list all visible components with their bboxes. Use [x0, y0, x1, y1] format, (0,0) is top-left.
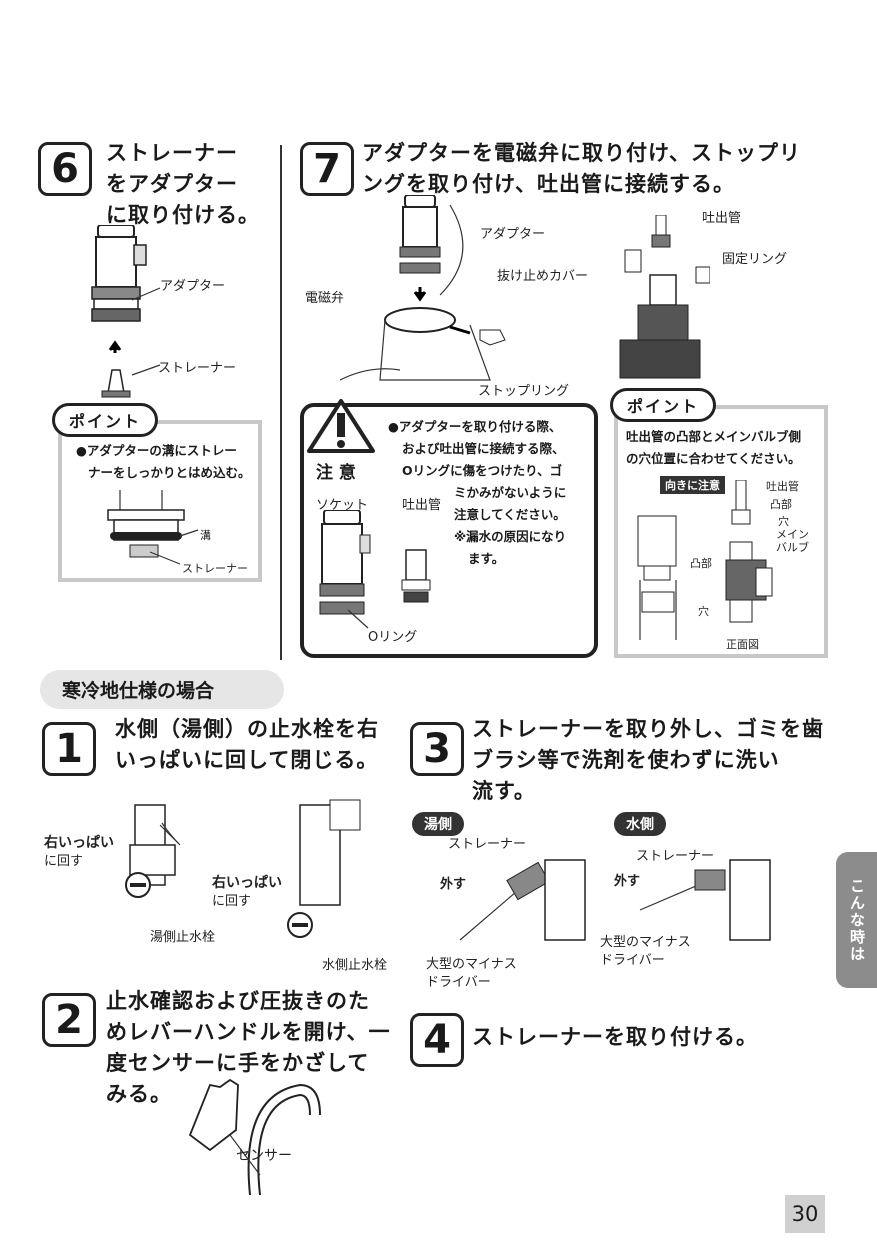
step-number-1: 1 — [42, 722, 96, 776]
step1-text: 水側（湯側）の止水栓を右いっぱいに回して閉じる。 — [115, 717, 379, 772]
outlet-assembly-illustration — [619, 215, 710, 379]
point7-text: 吐出管の凸部とメインバルブ側の穴位置に合わせてください。 — [626, 429, 802, 466]
step6-callout-adapter: アダプター — [160, 279, 226, 294]
step3-strainer1: ストレーナー — [448, 837, 527, 852]
step3-driver2: 大型のマイナスドライバー — [600, 935, 691, 968]
point7-label-mainvalve: メインバルブ — [776, 528, 809, 554]
point6-text: ●アダプターの溝にストレーナーをしっかりとはめ込む。 — [76, 443, 251, 480]
solenoid-illustration — [340, 195, 506, 381]
caution-title: 注 意 — [316, 463, 356, 483]
step-number-4: 4 — [410, 1013, 464, 1067]
step-number-3: 3 — [410, 722, 464, 776]
step3-strainer2: ストレーナー — [636, 849, 715, 864]
orientation-label: 向きに注意 — [660, 476, 725, 494]
step1-turn-right2b: に回す — [212, 894, 252, 909]
caution-label-oring: Oリング — [368, 630, 418, 645]
point7-label-convex2: 凸部 — [690, 557, 712, 570]
step7-callout-outlet: 吐出管 — [702, 211, 742, 226]
step2-sensor: センサー — [236, 1148, 292, 1164]
step7-callout-cover: 抜け止めカバー — [497, 269, 589, 284]
step-number-7: 7 — [300, 142, 354, 196]
step6-text: ストレーナーをアダプターに取り付ける。 — [106, 141, 260, 227]
step1-cold-valve: 水側止水栓 — [322, 958, 388, 973]
point7-tag: ポイント — [610, 388, 717, 422]
step3-remove2: 外す — [614, 874, 641, 889]
step-number-6: 6 — [38, 142, 92, 196]
step1-turn-right1: 右いっぱい — [44, 835, 114, 851]
cold-side-badge: 水側 — [614, 812, 666, 836]
point7-label-convex: 凸部 — [770, 498, 792, 511]
step-number-2: 2 — [42, 993, 96, 1047]
socket-oring-illustration — [319, 510, 431, 629]
step7-callout-adapter: アダプター — [480, 227, 546, 242]
groove-illustration — [107, 490, 199, 565]
strainer-removal-illustration — [459, 859, 771, 941]
warning-icon — [307, 399, 375, 453]
step7-callout-fixring: 固定リング — [722, 252, 788, 267]
step3-remove1: 外す — [440, 877, 467, 892]
cold-region-title: 寒冷地仕様の場合 — [40, 670, 284, 709]
orientation-diagram — [637, 480, 773, 640]
step7-text: アダプターを電磁弁に取り付け、ストップリングを取り付け、吐出管に接続する。 — [362, 141, 801, 196]
point7-label-outlet: 吐出管 — [766, 480, 799, 493]
step4-text: ストレーナーを取り付ける。 — [472, 1025, 758, 1049]
caution-box — [300, 403, 598, 658]
step3-driver1: 大型のマイナスドライバー — [426, 957, 517, 990]
point6-box — [58, 420, 262, 582]
step2-text: 止水確認および圧抜きのためレバーハンドルを開け、一 度センサーに手をかざしてみる… — [106, 989, 391, 1106]
point7-label-hole2: 穴 — [698, 605, 709, 618]
step1-turn-right2: 右いっぱい — [212, 875, 282, 891]
point6-label-groove: 溝 — [200, 529, 211, 542]
page-number: 30 — [785, 1195, 825, 1233]
step1-hot-valve: 湯側止水栓 — [150, 930, 216, 945]
point7-label-hole: 穴 — [778, 515, 789, 528]
column-divider — [280, 145, 282, 660]
caution-label-outlet: 吐出管 — [402, 498, 442, 513]
step6-callout-strainer: ストレーナー — [158, 361, 237, 376]
step7-callout-stopring: ストップリング — [478, 384, 570, 399]
step6-leaders — [131, 287, 161, 376]
adapter-strainer-illustration — [91, 225, 147, 398]
step3-text: ストレーナーを取り外し、ゴミを歯ブラシ等で洗剤を使わずに洗い流す。 — [472, 717, 824, 803]
sensor-hand-illustration — [188, 1078, 321, 1196]
caution-text: ●アダプターを取り付ける際、 および吐出管に接続する際、 Oリングに傷をつけたり… — [388, 419, 567, 566]
step1-turn-right1b: に回す — [44, 854, 84, 869]
valve-illustration — [125, 799, 361, 938]
side-tab[interactable]: こんな時は — [836, 852, 877, 988]
step7-callout-solenoid: 電磁弁 — [305, 291, 345, 306]
point7-label-front: 正面図 — [726, 638, 759, 651]
point6-tag: ポイント — [52, 403, 159, 437]
point6-label-strainer: ストレーナー — [182, 562, 248, 575]
hot-side-badge: 湯側 — [412, 812, 464, 836]
